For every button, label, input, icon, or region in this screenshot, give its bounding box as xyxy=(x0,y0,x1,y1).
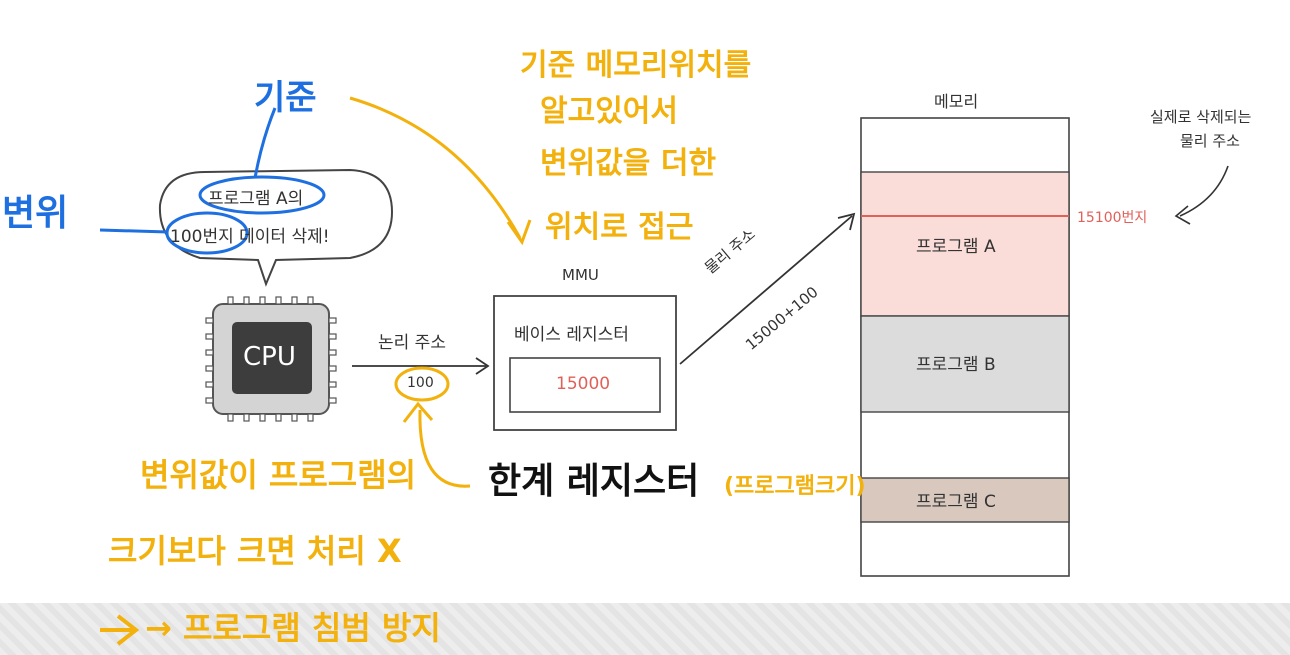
handwritten-offset: 변위 xyxy=(2,193,69,234)
memory-segment-c: 프로그램 C xyxy=(916,492,996,512)
top-note-line3: 변위값을 더한 xyxy=(540,146,717,181)
memory-segment-a: 프로그램 A xyxy=(916,237,996,257)
bottom-note-line3: → 프로그램 침범 방지 xyxy=(145,609,441,647)
memory-title: 메모리 xyxy=(934,92,979,111)
base-register-box xyxy=(509,357,661,413)
handwritten-base: 기준 xyxy=(254,78,317,118)
speech-bubble-line1: 프로그램 A의 xyxy=(208,189,304,209)
top-note-line1: 기준 메모리위치를 xyxy=(520,48,752,83)
memory-note-line1: 실제로 삭제되는 xyxy=(1150,108,1252,126)
speech-bubble-line2: 100번지 데이터 삭제! xyxy=(170,227,330,247)
logical-address-value: 100 xyxy=(407,375,434,391)
top-note-line2: 알고있어서 xyxy=(540,94,678,129)
logical-address-label: 논리 주소 xyxy=(378,333,446,353)
address-marker: 15100번지 xyxy=(1077,210,1148,226)
base-register-label: 베이스 레지스터 xyxy=(514,325,629,345)
limit-register-paren: (프로그램크기) xyxy=(724,474,866,499)
bottom-note-line1: 변위값이 프로그램의 xyxy=(140,456,417,494)
top-note-line4: 위치로 접근 xyxy=(545,210,694,245)
limit-register: 한계 레지스터 xyxy=(488,461,700,502)
base-register-value: 15000 xyxy=(556,374,611,394)
memory-segment-b: 프로그램 B xyxy=(916,355,996,375)
bottom-note-line2: 크기보다 크면 처리 X xyxy=(108,532,402,570)
bottom-band xyxy=(0,603,1290,655)
speech-bubble-shape xyxy=(158,168,394,287)
cpu-chip xyxy=(205,296,337,422)
mmu-title: MMU xyxy=(562,266,599,284)
memory-note-line2: 물리 주소 xyxy=(1180,132,1240,150)
cpu-label: CPU xyxy=(243,342,296,372)
